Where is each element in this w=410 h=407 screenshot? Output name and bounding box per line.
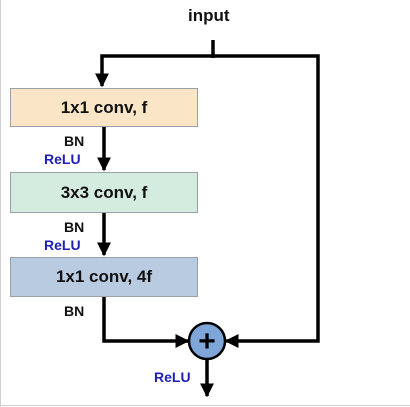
relu-label-2: ReLU: [44, 237, 81, 253]
frame-left-border: [0, 0, 1, 407]
bn-label-3: BN: [64, 303, 85, 319]
input-label: input: [188, 6, 230, 25]
conv-block-3-label: 1x1 conv, 4f: [55, 267, 153, 286]
add-node-plus: +: [198, 325, 216, 358]
bn-label-2: BN: [64, 219, 85, 235]
conv-block-2: 3x3 conv, f: [10, 172, 198, 213]
relu-label-1: ReLU: [44, 151, 81, 167]
conv-block-1: 1x1 conv, f: [10, 88, 198, 127]
shortcut-arrow: [213, 54, 320, 348]
conv-block-3: 1x1 conv, 4f: [10, 257, 198, 297]
conv-block-1-label: 1x1 conv, f: [60, 97, 148, 117]
conv-block-2-label: 3x3 conv, f: [60, 182, 148, 202]
main-branch-arrow: [95, 54, 213, 88]
frame-bottom-border: [0, 405, 410, 406]
bn-label-1: BN: [64, 133, 85, 149]
add-node-circle: [187, 321, 227, 361]
relu-label-output: ReLU: [154, 369, 191, 385]
arrow-block3-to-add: [102, 297, 190, 348]
